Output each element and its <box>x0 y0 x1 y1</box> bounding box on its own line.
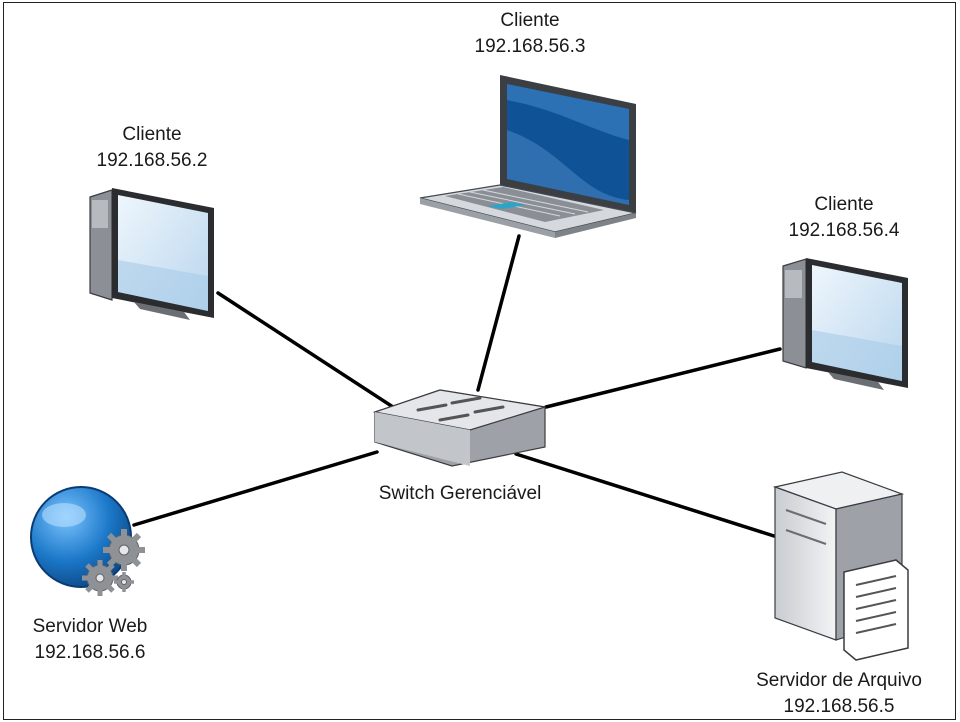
node-name: Servidor de Arquivo <box>756 670 922 691</box>
desktop-computer-icon <box>782 258 908 390</box>
link-switch-pc-right <box>544 347 782 409</box>
document-icon <box>843 559 909 661</box>
node-label-pc-right: Cliente 192.168.56.4 <box>744 192 944 244</box>
gear-icon <box>103 529 145 571</box>
node-label-pc-left: Cliente 192.168.56.2 <box>52 122 252 174</box>
node-label-file-server: Servidor de Arquivo 192.168.56.5 <box>724 668 954 720</box>
node-label-laptop: Cliente 192.168.56.3 <box>430 8 630 60</box>
node-ip: 192.168.56.5 <box>783 696 895 717</box>
node-name: Cliente <box>122 124 182 145</box>
link-switch-laptop <box>476 234 521 392</box>
gear-icon <box>114 572 134 592</box>
node-ip: 192.168.56.6 <box>34 642 146 663</box>
link-switch-web-server <box>132 450 379 527</box>
node-label-switch: Switch Gerenciável <box>330 481 590 507</box>
node-name: Servidor Web <box>32 616 148 637</box>
network-switch-icon <box>372 389 546 467</box>
web-server-globe-icon <box>30 486 145 596</box>
node-label-web-server: Servidor Web 192.168.56.6 <box>0 614 180 666</box>
desktop-computer-icon <box>89 188 214 320</box>
link-switch-file-server <box>514 452 776 538</box>
node-ip: 192.168.56.3 <box>474 36 586 57</box>
laptop-icon <box>419 75 637 238</box>
node-name: Cliente <box>500 10 560 31</box>
connection-lines <box>132 234 782 538</box>
node-name: Switch Gerenciável <box>378 483 542 504</box>
node-ip: 192.168.56.2 <box>96 150 208 171</box>
node-name: Cliente <box>814 194 874 215</box>
link-switch-pc-left <box>216 291 395 409</box>
gear-icon <box>82 560 118 596</box>
file-server-icon <box>772 471 909 661</box>
node-ip: 192.168.56.4 <box>788 220 900 241</box>
